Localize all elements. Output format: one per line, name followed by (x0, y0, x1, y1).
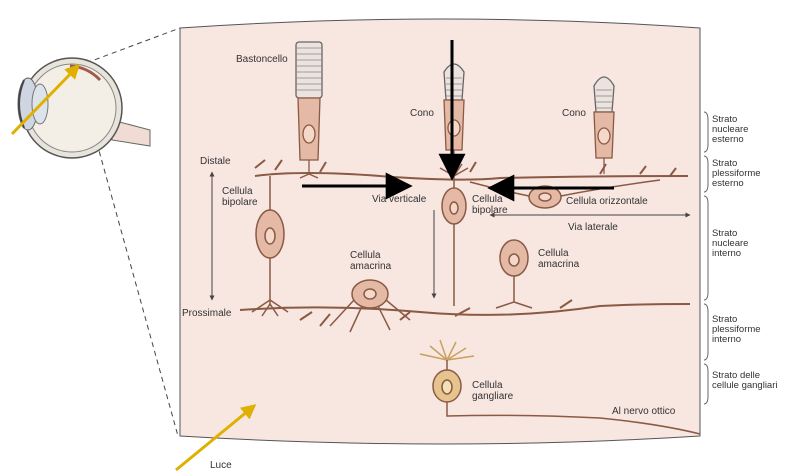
layer-label-5: Strato delle cellule gangliari (712, 370, 777, 391)
layer-label-1: Strato nucleare esterno (712, 114, 751, 145)
layer-brackets (704, 112, 708, 404)
luce-label: Luce (210, 460, 232, 471)
cono-label-2: Cono (562, 108, 586, 119)
via-verticale-label: Via verticale (372, 194, 427, 205)
cono-label-1: Cono (410, 108, 434, 119)
layer-label-4: Strato plessiforme interno (712, 314, 763, 345)
prossimale-label: Prossimale (182, 308, 232, 319)
bastoncello-label: Bastoncello (236, 54, 288, 65)
zoom-line-top (78, 28, 180, 66)
layer-label-2: Strato plessiforme esterno (712, 158, 763, 189)
cellula-orizzontale-label: Cellula orizzontale (566, 196, 648, 207)
cellula-bipolare-center-label: Cellula bipolare (472, 194, 508, 216)
cellula-bipolare-left-label: Cellula bipolare (222, 186, 258, 208)
distale-label: Distale (200, 156, 231, 167)
layer-label-3: Strato nucleare interno (712, 228, 751, 259)
rod-cell (296, 42, 322, 178)
al-nervo-ottico-label: Al nervo ottico (612, 406, 676, 417)
via-laterale-label: Via laterale (568, 222, 618, 233)
